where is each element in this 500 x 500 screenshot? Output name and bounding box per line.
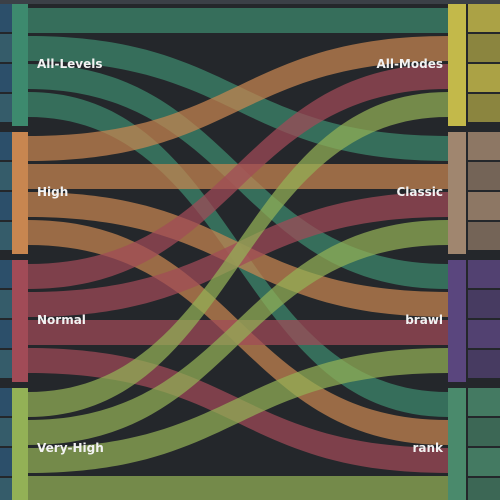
target-edge-stripe-rank [468,418,500,446]
source-node-very-high [12,388,28,500]
target-edge-stripe-all-modes [468,34,500,62]
node-labels: All-Levels High Normal Very-High All-Mod… [37,57,444,455]
target-edge-stripe-classic [468,132,500,160]
target-node-rank [448,388,466,500]
top-strip [0,0,500,4]
target-edge-stripe-rank [468,388,500,416]
target-edge-stripe-brawl [468,260,500,288]
source-edge-stripe-very-high [0,448,12,476]
flow-very-high-to-rank [28,475,448,500]
source-edge-stripe-normal [0,260,12,288]
source-edge-stripe-high [0,132,12,160]
target-edge-stripe-all-modes [468,64,500,92]
target-label-classic: Classic [396,185,443,199]
target-edge-stripe-brawl [468,320,500,348]
source-edge-stripe-normal [0,290,12,318]
source-label-very-high: Very-High [37,441,104,455]
target-label-rank: rank [412,441,444,455]
flow-very-high-to-classic [28,220,448,445]
source-label-normal: Normal [37,313,86,327]
source-edge-stripe-normal [0,350,12,378]
target-edge-stripe-classic [468,192,500,220]
flow-very-high-to-all-modes [28,92,448,417]
target-edge-stripe-classic [468,162,500,190]
source-edge-stripe-high [0,192,12,220]
target-edge-stripe-brawl [468,350,500,378]
target-edge-stripe-brawl [468,290,500,318]
source-node-all-levels [12,4,28,126]
source-node-high [12,132,28,254]
source-node-normal [12,260,28,382]
source-edge-stripe-all-levels [0,4,12,32]
target-node-classic [448,132,466,254]
source-edge-stripe-very-high [0,478,12,500]
target-node-all-modes [448,4,466,126]
flow-normal-to-all-modes [28,64,448,289]
target-node-brawl [448,260,466,382]
target-edge-stripe-classic [468,222,500,250]
flow-high-to-all-modes [28,36,448,161]
flow-links [28,8,448,500]
source-edge-stripe-normal [0,320,12,348]
target-edge-stripe-all-modes [468,4,500,32]
target-edge-stripe-all-modes [468,94,500,122]
flow-very-high-to-brawl [28,348,448,473]
source-edge-stripe-high [0,162,12,190]
target-edge-stripe-rank [468,448,500,476]
target-label-all-modes: All-Modes [376,57,443,71]
source-label-all-levels: All-Levels [37,57,103,71]
source-edge-stripe-all-levels [0,64,12,92]
source-edge-stripe-very-high [0,418,12,446]
flow-all-levels-to-all-modes [28,8,448,33]
source-edge-stripe-all-levels [0,34,12,62]
source-edge-stripe-all-levels [0,94,12,122]
target-edge-stripe-rank [468,478,500,500]
target-label-brawl: brawl [405,313,443,327]
source-label-high: High [37,185,68,199]
source-edge-stripe-high [0,222,12,250]
source-edge-stripe-very-high [0,388,12,416]
